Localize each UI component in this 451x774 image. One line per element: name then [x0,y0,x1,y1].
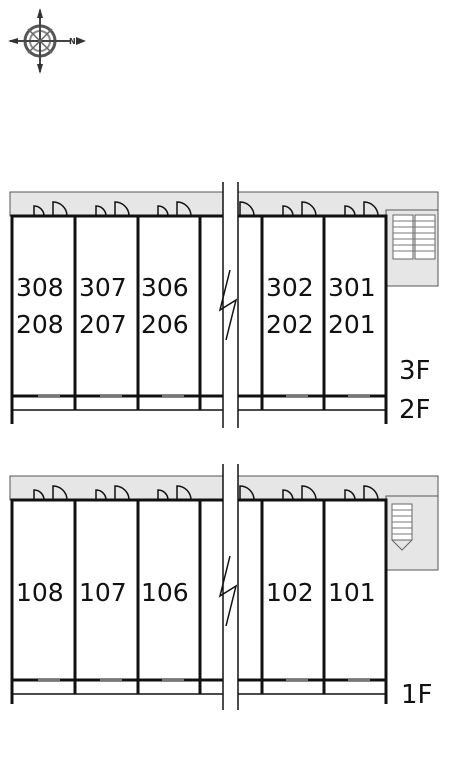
floor-label: 3F [399,356,431,386]
unit-number: 202 [266,310,314,339]
unit-number: 307 [79,273,127,302]
door-icon [33,485,379,501]
unit-number: 306 [141,273,189,302]
stairs-icon [392,214,436,260]
unit-number: 208 [16,310,64,339]
unit-number: 308 [16,273,64,302]
unit-number: 106 [141,578,189,607]
unit-number: 108 [16,578,64,607]
compass-rose-icon: N [8,8,86,74]
floor-label: 1F [401,680,433,710]
unit-number: 101 [328,578,376,607]
floor-label: 2F [399,395,431,425]
compass-north-label: N [69,37,76,46]
stairs-icon [391,503,413,551]
unit-number: 107 [79,578,127,607]
unit-number: 206 [141,310,189,339]
unit-number: 102 [266,578,314,607]
lower-building: 108 107 106 102 101 1F [9,462,439,712]
unit-number: 207 [79,310,127,339]
unit-number: 301 [328,273,376,302]
upper-building: 308 307 306 302 301 208 207 206 202 201 … [9,180,439,430]
door-icon [33,201,379,217]
unit-number: 302 [266,273,314,302]
unit-number: 201 [328,310,376,339]
